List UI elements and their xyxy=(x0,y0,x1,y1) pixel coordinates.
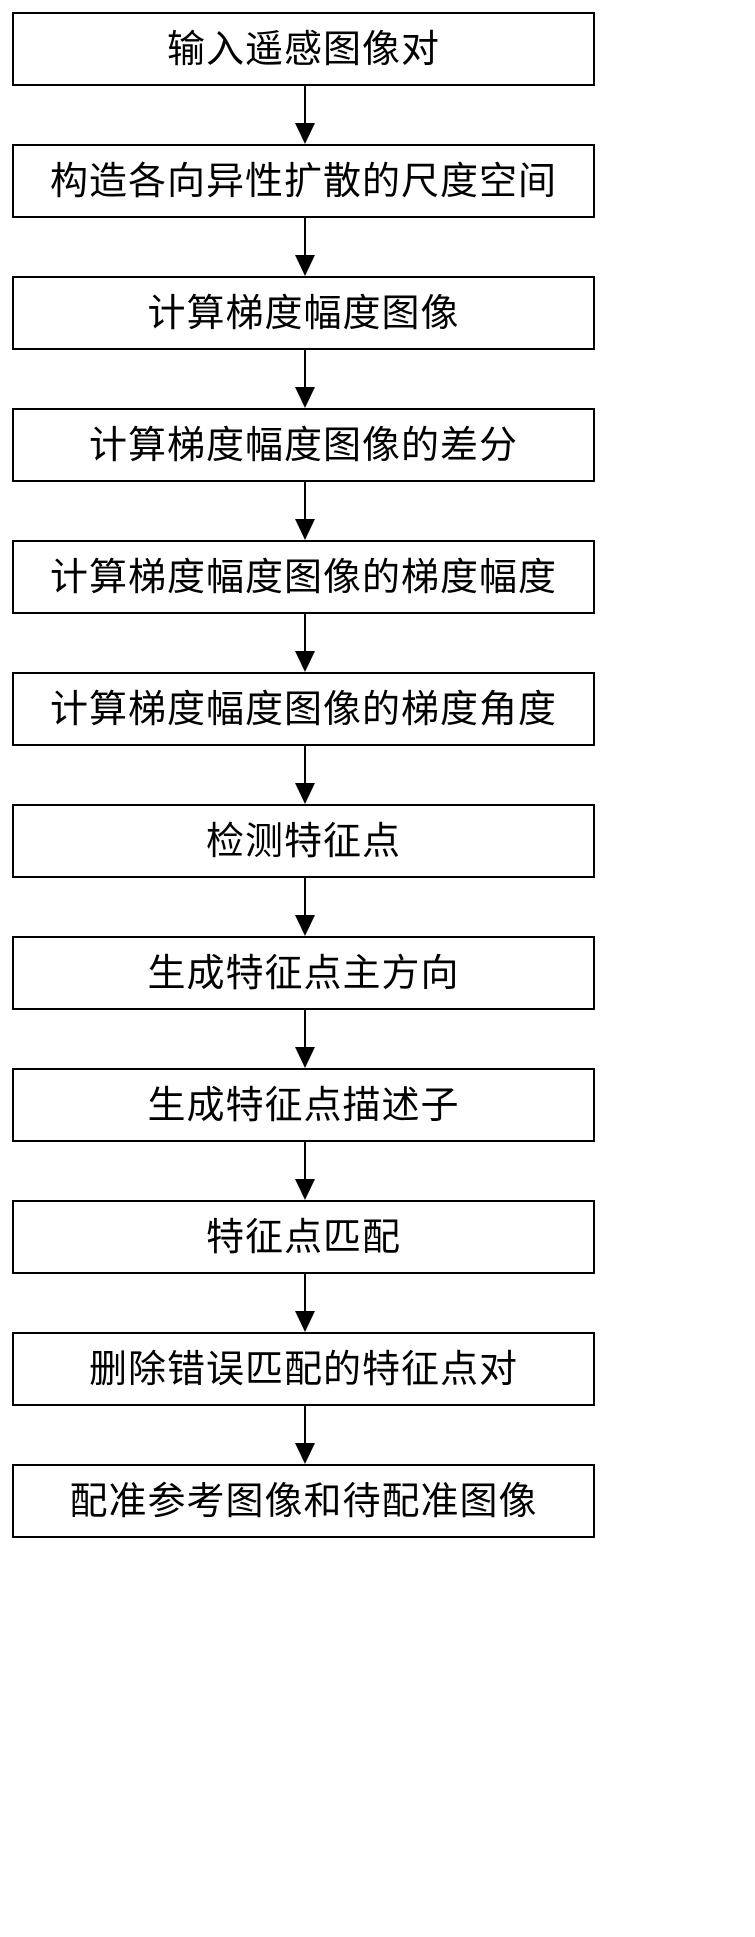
step-remove-mismatches: 删除错误匹配的特征点对 xyxy=(12,1332,595,1406)
step-gradient-angle: 计算梯度幅度图像的梯度角度 xyxy=(12,672,595,746)
step-label: 生成特征点主方向 xyxy=(147,951,460,995)
step-label: 计算梯度幅度图像的梯度角度 xyxy=(49,687,557,731)
step-label: 计算梯度幅度图像 xyxy=(147,291,460,335)
step-input-image-pair: 输入遥感图像对 xyxy=(12,12,595,86)
step-detect-feature-points: 检测特征点 xyxy=(12,804,595,878)
arrow-down-icon xyxy=(290,1274,320,1332)
arrow-down-icon xyxy=(290,1010,320,1068)
arrow-down-icon xyxy=(290,218,320,276)
step-label: 输入遥感图像对 xyxy=(166,27,440,71)
step-feature-matching: 特征点匹配 xyxy=(12,1200,595,1274)
step-descriptor: 生成特征点描述子 xyxy=(12,1068,595,1142)
step-label: 配准参考图像和待配准图像 xyxy=(69,1479,538,1523)
step-label: 计算梯度幅度图像的差分 xyxy=(88,423,518,467)
step-label: 生成特征点描述子 xyxy=(147,1083,460,1127)
step-label: 计算梯度幅度图像的梯度幅度 xyxy=(49,555,557,599)
arrow-down-icon xyxy=(290,86,320,144)
step-main-orientation: 生成特征点主方向 xyxy=(12,936,595,1010)
step-gradient-magnitude-difference: 计算梯度幅度图像的差分 xyxy=(12,408,595,482)
arrow-down-icon xyxy=(290,746,320,804)
arrow-down-icon xyxy=(290,482,320,540)
step-label: 删除错误匹配的特征点对 xyxy=(88,1347,518,1391)
step-build-anisotropic-scale-space: 构造各向异性扩散的尺度空间 xyxy=(12,144,595,218)
step-gradient-of-gradient-magnitude: 计算梯度幅度图像的梯度幅度 xyxy=(12,540,595,614)
arrow-down-icon xyxy=(290,1406,320,1464)
step-label: 检测特征点 xyxy=(205,819,401,863)
step-label: 特征点匹配 xyxy=(205,1215,401,1259)
step-register-images: 配准参考图像和待配准图像 xyxy=(12,1464,595,1538)
arrow-down-icon xyxy=(290,878,320,936)
arrow-down-icon xyxy=(290,350,320,408)
step-gradient-magnitude-image: 计算梯度幅度图像 xyxy=(12,276,595,350)
arrow-down-icon xyxy=(290,614,320,672)
arrow-down-icon xyxy=(290,1142,320,1200)
step-label: 构造各向异性扩散的尺度空间 xyxy=(49,159,557,203)
